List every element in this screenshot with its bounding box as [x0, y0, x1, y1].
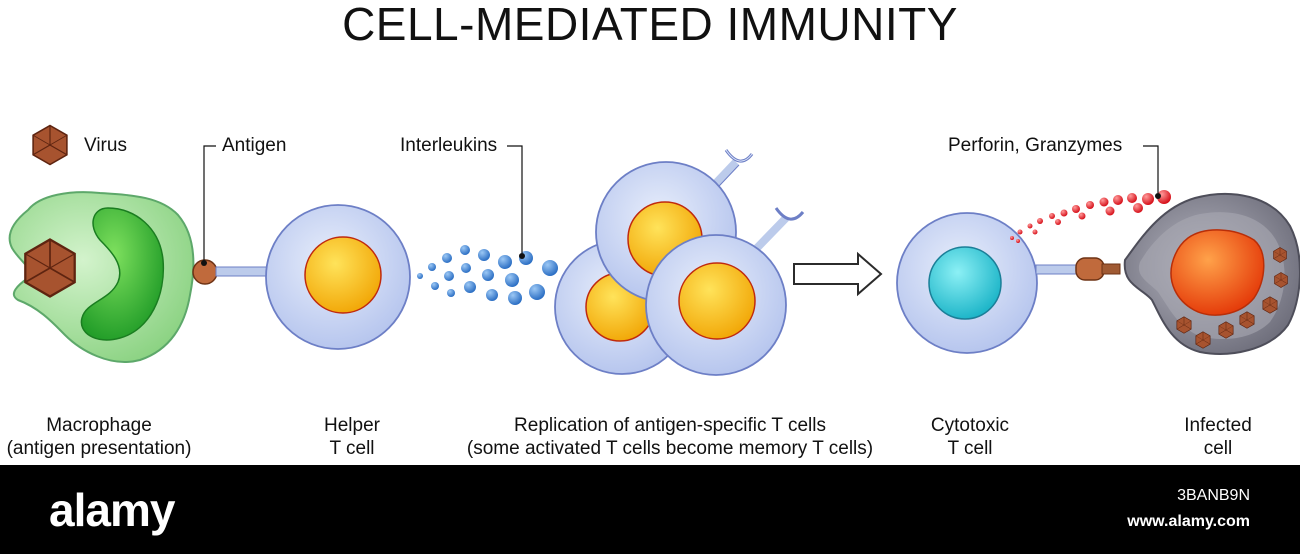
watermark-bar: alamy 3BANB9N www.alamy.com: [0, 465, 1300, 554]
helper-t-cell: [265, 204, 411, 350]
antigen-complex: [192, 259, 271, 285]
perforin-granzymes-label: Perforin, Granzymes: [948, 135, 1123, 156]
diagram-title: CELL-MEDIATED IMMUNITY: [342, 0, 958, 50]
interleukin-pointer-dot: [519, 253, 525, 259]
watermark-logo: alamy: [49, 484, 175, 536]
macrophage-cell: [8, 191, 195, 363]
cytotoxic-t-cell: [896, 212, 1038, 354]
antigen-label: Antigen: [222, 135, 287, 156]
macrophage-nucleus: [80, 207, 165, 341]
replication-caption: Replication of antigen-specific T cells(…: [466, 415, 874, 459]
leader-lines: [203, 145, 1159, 262]
infected-cell: [1123, 192, 1300, 355]
granzyme-particles: [1010, 190, 1176, 243]
perforin-pointer-dot: [1155, 193, 1161, 199]
watermark-image-id: 3BANB9N: [1177, 487, 1250, 504]
antigen-pointer-dot: [201, 260, 207, 266]
infected-nucleus: [1170, 229, 1265, 316]
watermark-url: www.alamy.com: [1127, 513, 1250, 530]
diagram-canvas: [8, 124, 1300, 376]
helper-nucleus: [304, 236, 382, 314]
cytotoxic-contact: [1035, 257, 1121, 281]
interleukins-label: Interleukins: [400, 135, 498, 156]
virus-legend-icon: [32, 124, 68, 166]
progression-arrow-icon: [793, 251, 883, 297]
cytotoxic-nucleus: [928, 246, 1002, 320]
t-cell-replication-cluster: [554, 149, 805, 376]
virus-label: Virus: [84, 135, 127, 156]
macrophage-caption: Macrophage(antigen presentation): [6, 415, 192, 459]
